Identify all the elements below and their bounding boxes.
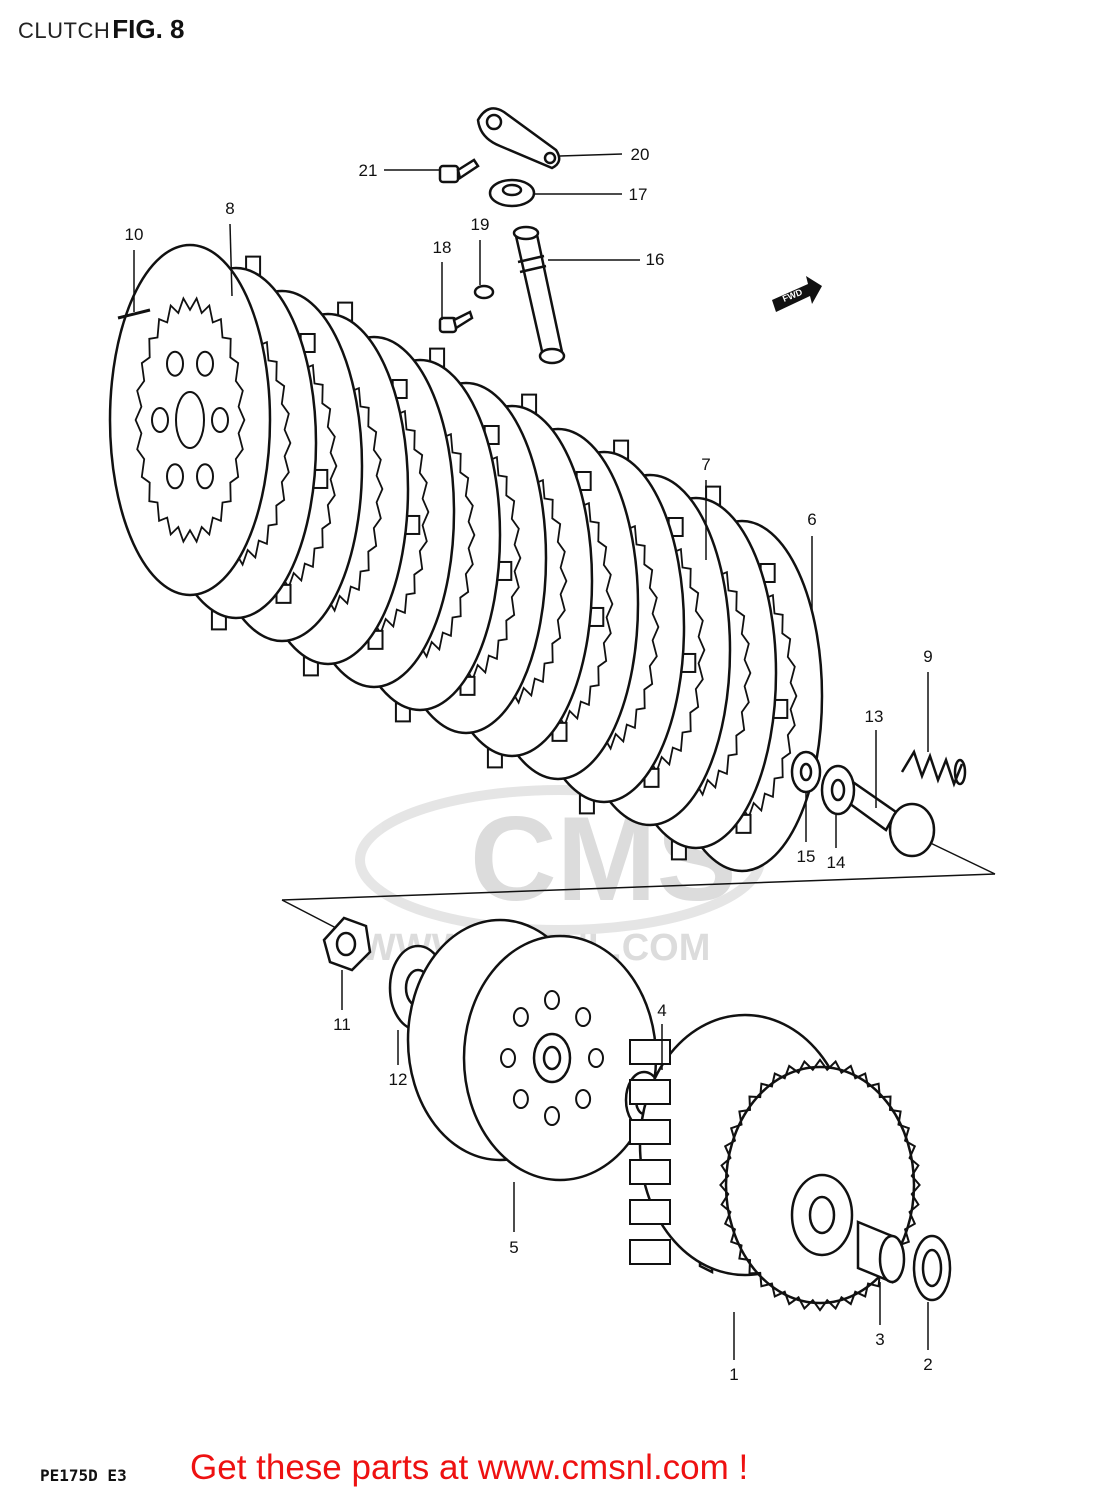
model-code: PE175D E3 — [40, 1466, 127, 1485]
section-title: CLUTCH — [18, 18, 111, 43]
callout-8: 8 — [225, 199, 235, 297]
callout-number: 15 — [797, 847, 816, 866]
callout-number: 4 — [657, 1001, 666, 1020]
callout-number: 5 — [509, 1238, 518, 1257]
assembly-plane-lines — [281, 837, 996, 931]
part-20-release-lever — [476, 107, 561, 170]
callout-2: 2 — [923, 1302, 933, 1374]
callout-15: 15 — [797, 792, 816, 866]
part-5-clutch-sleeve-hub — [406, 918, 658, 1182]
callout-3: 3 — [875, 1282, 885, 1349]
callout-5: 5 — [509, 1182, 519, 1257]
callout-number: 1 — [729, 1365, 738, 1384]
callout-number: 6 — [807, 510, 816, 529]
callout-number: 7 — [701, 455, 710, 474]
part-3-needle-bearing — [856, 1220, 906, 1284]
callout-7: 7 — [701, 455, 711, 560]
part-19-washer — [473, 284, 495, 300]
part-21-bolt — [438, 158, 480, 184]
callout-12: 12 — [389, 1030, 408, 1089]
forward-arrow-marker: FWD — [772, 276, 822, 312]
part-11-nut — [322, 916, 372, 972]
callout-11: 11 — [333, 970, 351, 1034]
part-15-washer — [790, 750, 822, 794]
callout-number: 3 — [875, 1330, 884, 1349]
promo-link[interactable]: Get these parts at www.cmsnl.com ! — [190, 1448, 749, 1487]
header: CLUTCH FIG. 8 — [18, 14, 184, 50]
callout-number: 20 — [631, 145, 650, 164]
callout-number: 21 — [359, 161, 378, 180]
callout-6: 6 — [807, 510, 817, 610]
callout-17: 17 — [534, 185, 647, 204]
callout-1: 1 — [729, 1312, 739, 1384]
part-2-washer — [912, 1234, 952, 1302]
callout-number: 2 — [923, 1355, 932, 1374]
callout-number: 18 — [433, 238, 452, 257]
callout-number: 19 — [471, 215, 490, 234]
callout-16: 16 — [548, 250, 664, 269]
callout-20: 20 — [559, 145, 650, 164]
callout-number: 17 — [629, 185, 648, 204]
part-18-screw — [438, 310, 474, 334]
part-10-pin — [117, 308, 151, 320]
footer: PE175D E3 Get these parts at www.cmsnl.c… — [0, 1448, 1096, 1494]
callout-4: 4 — [657, 1001, 667, 1070]
callout-number: 14 — [827, 853, 846, 872]
callout-10: 10 — [125, 225, 144, 312]
callout-14: 14 — [827, 815, 846, 872]
part-14-bearing — [820, 764, 856, 816]
part-17-oil-seal — [488, 178, 536, 208]
callout-number: 8 — [225, 199, 234, 218]
clutch-plate-stack — [108, 243, 824, 873]
callout-number: 13 — [865, 707, 884, 726]
figure-number: FIG. 8 — [112, 14, 185, 44]
part-13-push-piece — [840, 778, 936, 858]
callout-number: 10 — [125, 225, 144, 244]
callout-13: 13 — [865, 707, 884, 808]
part-16-release-shaft — [512, 225, 566, 365]
callout-19: 19 — [471, 215, 490, 285]
callout-21: 21 — [359, 161, 440, 180]
part-9-spring — [900, 749, 967, 788]
callout-number: 12 — [389, 1070, 408, 1089]
callout-number: 16 — [646, 250, 665, 269]
callout-number: 11 — [333, 1015, 351, 1034]
callout-number: 9 — [923, 647, 932, 666]
part-8-pressure-plate — [108, 243, 272, 597]
callout-9: 9 — [923, 647, 933, 752]
callout-18: 18 — [433, 238, 452, 320]
